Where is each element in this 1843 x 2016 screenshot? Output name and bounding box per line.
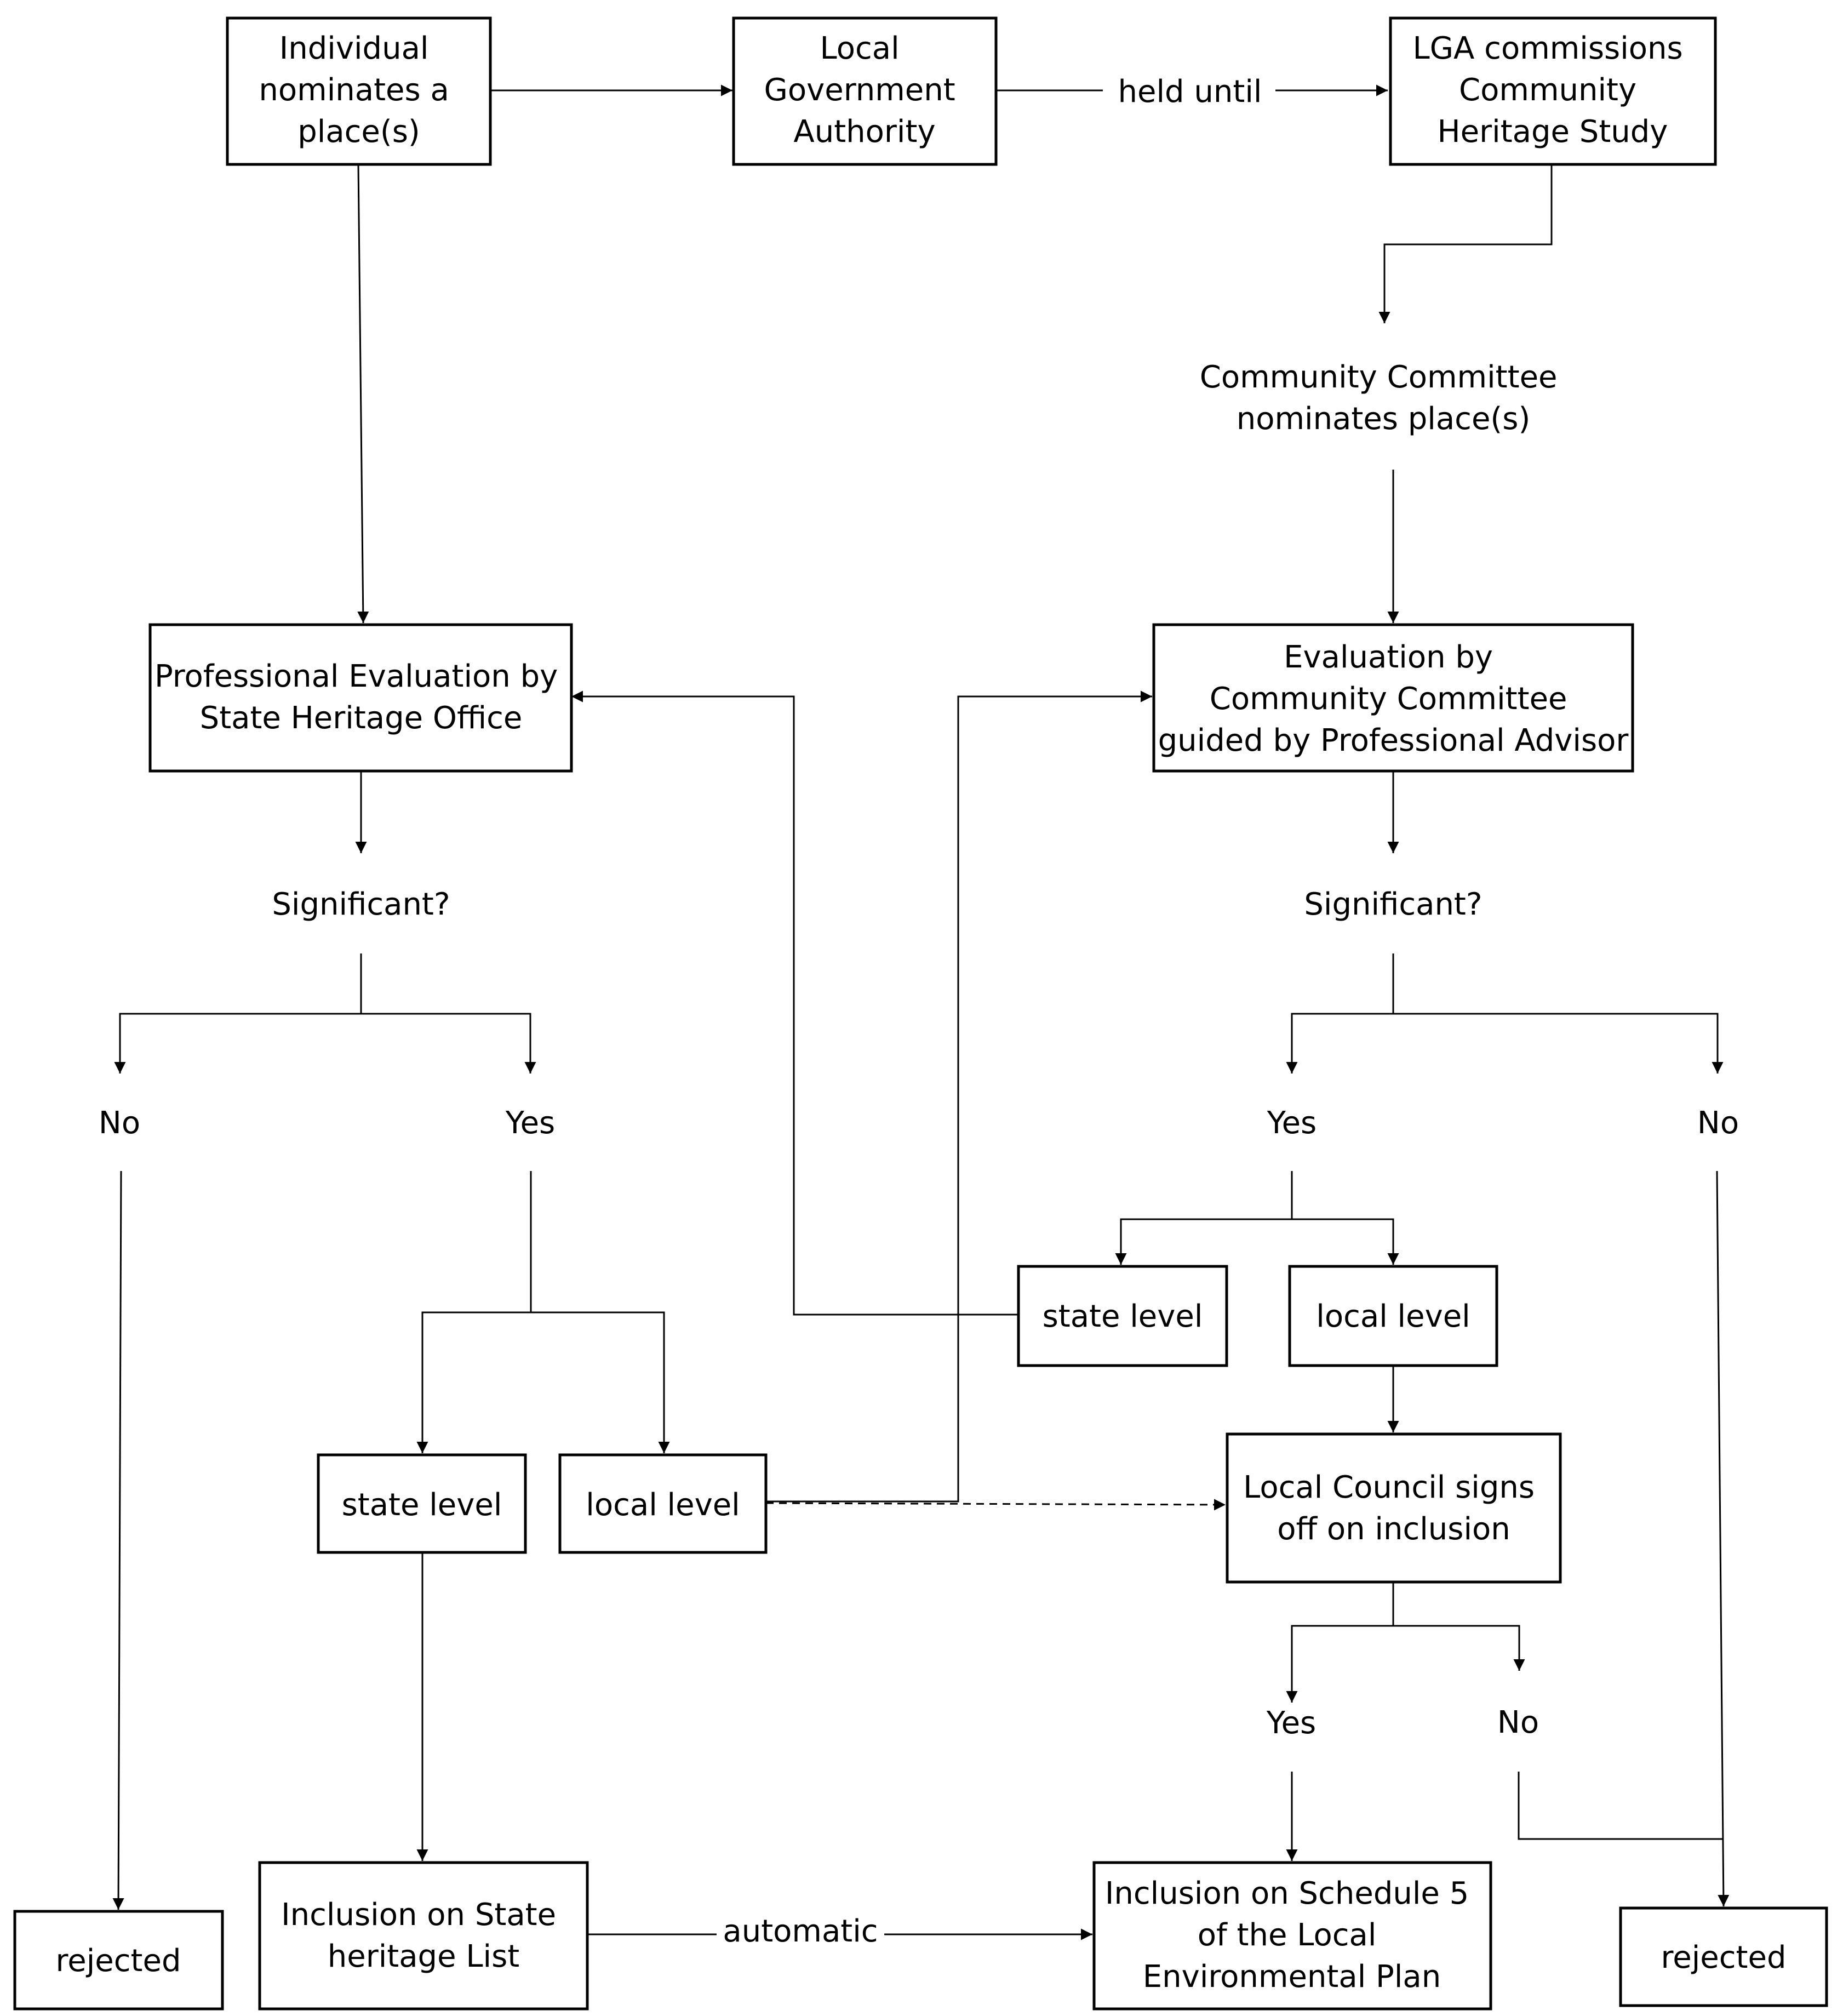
node-local-gov-authority: Local Government Authority [732, 16, 998, 166]
node-local-level-left: local level [558, 1453, 768, 1554]
node-line: State Heritage Office [200, 700, 523, 736]
edge-council-no-to-rejected [1518, 1772, 1722, 1840]
edge-individual-to-professional [357, 164, 369, 624]
svg-text:Professional Evaluation by: Professional Evaluation by State Heritag… [154, 659, 568, 736]
node-line: guided by Professional Advisor [1158, 723, 1629, 758]
node-professional-evaluation: Professional Evaluation by State Heritag… [148, 623, 573, 773]
branch-council-no: No [1497, 1705, 1539, 1740]
edge-council-to-yes [1286, 1625, 1393, 1703]
node-line: Environmental Plan [1143, 1959, 1441, 1995]
node-line: Heritage Study [1438, 114, 1668, 150]
edge-yes-right-to-local [1292, 1218, 1399, 1265]
node-line: Community Committee [1200, 359, 1558, 395]
node-line: Individual [279, 31, 429, 66]
edges [112, 84, 1730, 1940]
node-line: Evaluation by [1284, 639, 1493, 675]
node-local-council-signs: Local Council signs off on inclusion [1226, 1432, 1562, 1584]
edge-commissions-to-committee [1378, 164, 1553, 323]
node-line: nominates place(s) [1237, 401, 1531, 437]
edge-council-to-no [1393, 1625, 1525, 1671]
edge-significant-left-to-no [114, 1013, 361, 1073]
node-line: Government [764, 72, 955, 108]
node-line: local level [586, 1487, 740, 1523]
svg-text:Local Government: Local Government Authority [764, 31, 965, 150]
edge-label-automatic: automatic [723, 1914, 878, 1949]
node-line: Inclusion on Schedule 5 [1105, 1876, 1469, 1911]
node-line: nominates a [259, 72, 449, 108]
node-community-committee-nominates: Community Committee nominates place(s) [1200, 359, 1567, 437]
svg-text:Evaluation by Communit: Evaluation by Community Committee guided… [1158, 639, 1629, 758]
node-line: rejected [55, 1943, 181, 1979]
node-line: of the Local [1198, 1917, 1377, 1953]
edge-significant-right-to-yes [1286, 1013, 1393, 1073]
edge-local-left-to-evaluation [766, 690, 1152, 1503]
node-line: state level [342, 1487, 502, 1523]
node-inclusion-schedule5: Inclusion on Schedule 5 of the Local Env… [1092, 1861, 1492, 2011]
edge-state-right-to-professional [571, 690, 1018, 1316]
node-line: rejected [1661, 1940, 1786, 1975]
branch-no-right: No [1697, 1105, 1739, 1141]
node-rejected-left: rejected [13, 1910, 224, 2011]
edge-local-left-to-council [765, 1499, 1226, 1511]
node-line: Authority [793, 114, 935, 150]
node-line: place(s) [297, 114, 420, 150]
edge-significant-left-to-yes [361, 1013, 536, 1073]
edge-no-right-to-rejected [1716, 1170, 1730, 1907]
node-line: Local Council signs [1243, 1470, 1535, 1505]
node-line: Community [1459, 72, 1636, 108]
node-line: off on inclusion [1277, 1511, 1510, 1547]
node-line: Professional Evaluation by [154, 659, 558, 694]
edge-significant-right-to-no [1393, 1013, 1724, 1073]
node-lga-commissions: LGA commissions Community Heritage Study [1389, 16, 1717, 166]
branch-yes-right: Yes [1267, 1105, 1317, 1141]
node-line: Community Committee [1210, 681, 1567, 717]
edge-no-left-to-rejected [112, 1170, 124, 1910]
edge-label-held-until: held until [1118, 74, 1262, 110]
svg-text:Local Council signs of: Local Council signs off on inclusion [1243, 1470, 1544, 1547]
decision-significant-left: Significant? [272, 887, 450, 922]
node-rejected-right: rejected [1619, 1906, 1828, 2007]
svg-text:Inclusion on Schedule 5: Inclusion on Schedule 5 of the Local Env… [1105, 1876, 1479, 1995]
node-inclusion-state-list: Inclusion on State heritage List [258, 1861, 589, 2011]
node-individual-nominates: Individual nominates a place(s) [226, 16, 492, 166]
node-line: state level [1043, 1299, 1203, 1334]
node-line: LGA commissions [1412, 31, 1682, 66]
decision-significant-right: Significant? [1304, 887, 1482, 922]
node-evaluation-community: Evaluation by Community Committee guided… [1152, 623, 1634, 773]
svg-text:Individual nominates a: Individual nominates a place(s) [259, 31, 459, 150]
node-state-level-left: state level [317, 1453, 527, 1554]
edge-yes-left-to-local [531, 1311, 670, 1453]
node-line: heritage List [328, 1939, 520, 1974]
svg-text:Inclusion on State her: Inclusion on State heritage List [281, 1897, 566, 1974]
node-line: Inclusion on State [281, 1897, 556, 1933]
branch-no-left: No [99, 1105, 140, 1141]
branch-council-yes: Yes [1266, 1705, 1316, 1741]
edge-yes-left-to-state [416, 1311, 531, 1453]
branch-yes-left: Yes [505, 1105, 555, 1141]
node-local-level-right: local level [1288, 1265, 1498, 1367]
edge-yes-right-to-state [1115, 1218, 1292, 1265]
node-state-level-right: state level [1017, 1265, 1228, 1367]
node-line: local level [1316, 1299, 1470, 1334]
svg-text:LGA commissions Commun: LGA commissions Community Heritage Study [1412, 31, 1692, 150]
svg-text:Community Committee no: Community Committee nominates place(s) [1200, 359, 1567, 437]
nodes: Individual nominates a place(s) Local Go… [13, 16, 1828, 2011]
node-line: Local [820, 31, 900, 66]
